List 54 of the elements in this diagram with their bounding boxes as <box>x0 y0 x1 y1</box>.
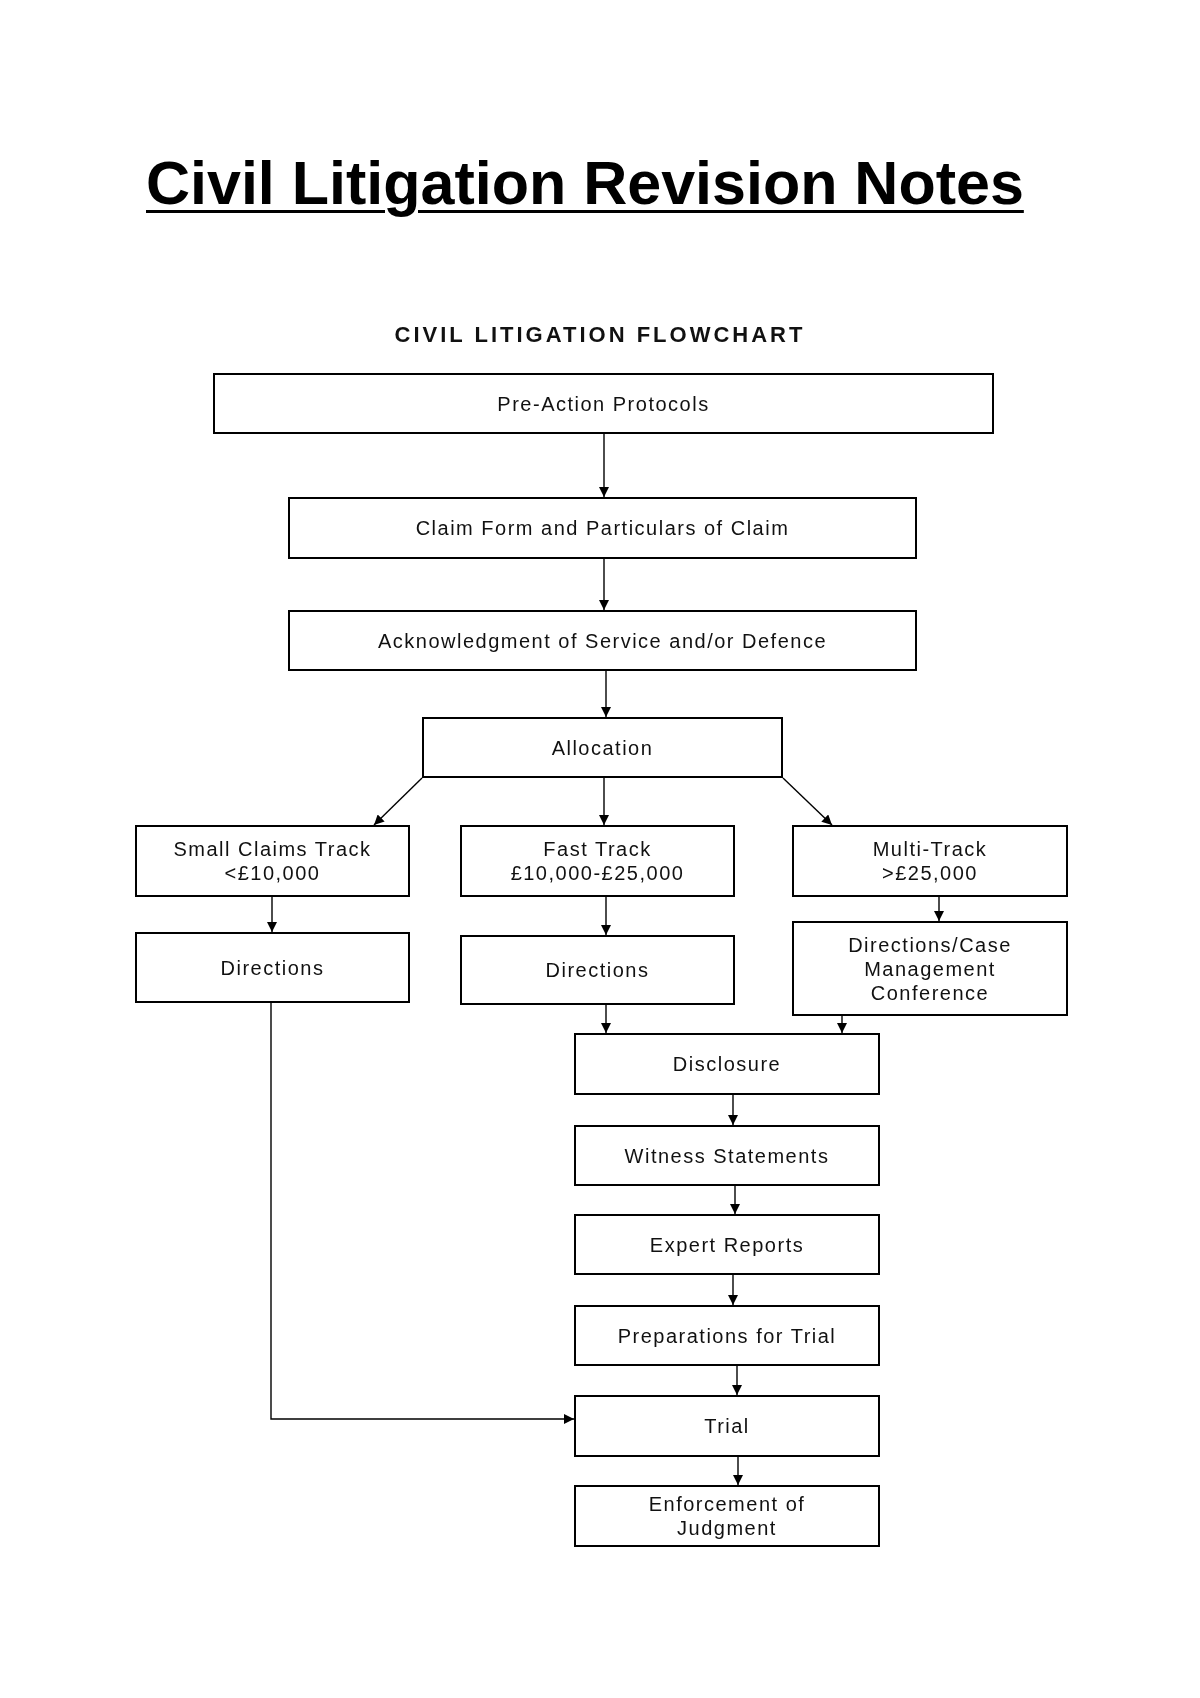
process-box <box>574 1125 880 1186</box>
arrow <box>601 670 611 718</box>
arrow <box>728 1274 738 1306</box>
arrow <box>782 777 833 826</box>
box-label: Small Claims Track <box>173 837 372 861</box>
process-box <box>792 921 1068 1016</box>
box-label: Directions <box>220 955 325 980</box>
process-box <box>792 825 1068 897</box>
arrow <box>934 896 944 922</box>
arrow <box>599 433 609 498</box>
arrow <box>601 896 611 936</box>
box-label: >£25,000 <box>882 861 978 885</box>
box-label: <£10,000 <box>224 861 321 885</box>
process-box <box>574 1033 880 1095</box>
box-label: £10,000-£25,000 <box>510 861 685 885</box>
process-box <box>574 1485 880 1547</box>
arrow <box>732 1365 742 1396</box>
process-box <box>574 1395 880 1457</box>
process-box <box>574 1305 880 1366</box>
process-box <box>288 610 917 671</box>
box-label: Witness Statements <box>624 1143 830 1168</box>
process-box <box>422 717 783 778</box>
arrow <box>730 1185 740 1215</box>
box-label: Enforcement of Judgment <box>647 1492 807 1540</box>
box-label: Directions/Case Management Conference <box>847 932 1013 1005</box>
box-label: Pre-Action Protocols <box>497 391 710 416</box>
box-label: Acknowledgment of Service and/or Defence <box>377 628 828 653</box>
box-label: Multi-Track <box>872 837 988 861</box>
box-label: Preparations for Trial <box>617 1323 837 1348</box>
arrow <box>837 1015 847 1034</box>
box-label: Fast Track <box>543 837 652 861</box>
box-label: Allocation <box>551 735 654 760</box>
arrow <box>601 1004 611 1034</box>
box-label: Claim Form and Particulars of Claim <box>415 516 790 540</box>
arrow <box>267 896 277 933</box>
arrow <box>733 1456 743 1486</box>
arrow <box>599 558 609 611</box>
chart-heading: CIVIL LITIGATION FLOWCHART <box>393 321 807 349</box>
box-label: Disclosure <box>672 1052 782 1076</box>
box-label: Expert Reports <box>649 1232 805 1257</box>
arrow <box>270 1002 575 1424</box>
process-box <box>213 373 994 434</box>
process-box <box>135 825 410 897</box>
page-title: Civil Litigation Revision Notes <box>146 148 1024 219</box>
process-box <box>460 935 735 1005</box>
arrow <box>373 777 423 826</box>
process-box <box>288 497 917 559</box>
process-box <box>135 932 410 1003</box>
arrow <box>728 1094 738 1126</box>
box-label: Trial <box>704 1414 750 1438</box>
box-label: Directions <box>545 958 650 982</box>
process-box <box>460 825 735 897</box>
arrow <box>599 777 609 826</box>
process-box <box>574 1214 880 1275</box>
